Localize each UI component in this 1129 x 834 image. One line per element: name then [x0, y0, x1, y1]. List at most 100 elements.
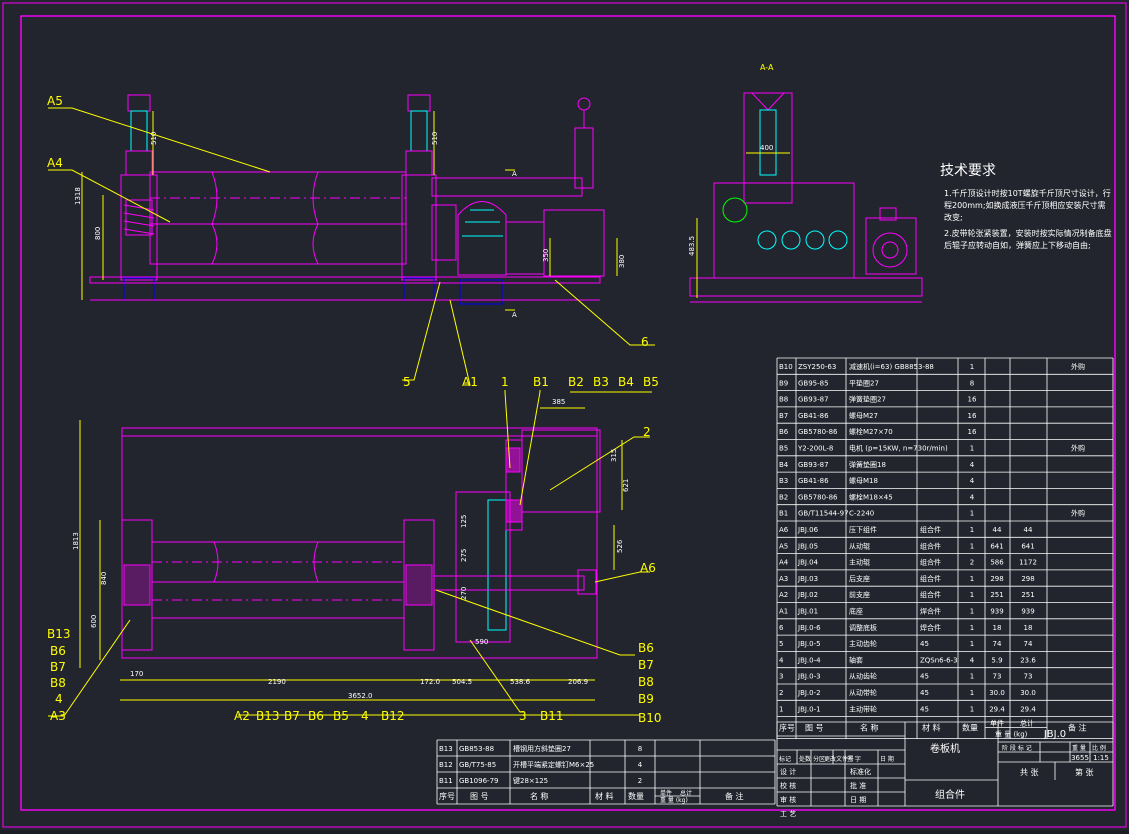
front-dim: 350: [542, 249, 550, 262]
callout-label: 5: [403, 375, 411, 389]
table-cell: 641: [990, 542, 1003, 550]
front-dim: 380: [618, 255, 626, 268]
table-cell: 16: [968, 412, 977, 420]
table-cell: 外购: [1071, 509, 1085, 518]
table-cell: B8: [779, 396, 788, 404]
plan-bottom-dim: 2190: [268, 678, 286, 686]
table-cell: 数量: [962, 723, 978, 733]
table-cell: B6: [779, 428, 789, 436]
table-cell: GB/T11544-97: [798, 510, 849, 518]
table-cell: 从动带轮: [849, 688, 877, 697]
table-cell: 45: [920, 705, 929, 713]
plan-dim: 590: [475, 638, 488, 646]
table-cell: 1: [970, 608, 974, 616]
table-cell: C-2240: [849, 510, 874, 518]
table-cell: 3655: [1071, 754, 1089, 762]
table-cell: A1: [779, 608, 788, 616]
table-cell: 备 注: [1068, 723, 1087, 733]
table-cell: 数量: [628, 791, 644, 801]
table-cell: GB41-86: [798, 477, 829, 485]
table-cell: 减速机(i=63) GB8853-88: [849, 362, 934, 371]
table-cell: GB5780-86: [798, 428, 838, 436]
plan-dim: 275: [460, 549, 468, 562]
table-cell: 4: [970, 477, 975, 485]
table-cell: 18: [1024, 624, 1033, 632]
callout-label: B6: [50, 644, 66, 658]
table-cell: 名 称: [530, 791, 549, 801]
table-cell: 主动辊: [849, 558, 870, 567]
plan-dim: 270: [460, 587, 468, 600]
table-cell: 1: [970, 445, 974, 453]
table-cell: 工 艺: [780, 810, 796, 818]
table-cell: B13: [439, 745, 453, 753]
front-view: [81, 94, 618, 311]
table-cell: GB5780-86: [798, 493, 838, 501]
table-cell: 16: [968, 428, 977, 436]
table-cell: JBJ.0-4: [797, 656, 821, 664]
table-cell: 30.0: [989, 689, 1005, 697]
table-cell: JBJ.0-5: [797, 640, 821, 648]
table-cell: 前支座: [849, 590, 870, 599]
callout-label: B7: [638, 658, 654, 672]
table-cell: 轴套: [849, 655, 863, 664]
table-cell: 分区: [813, 755, 825, 763]
table-cell: 键28×125: [513, 776, 548, 785]
table-cell: 底座: [849, 607, 863, 616]
table-cell: 槽钢用方斜垫圈27: [513, 744, 571, 753]
table-cell: 298: [990, 575, 1003, 583]
plan-dim: 621: [622, 479, 630, 492]
table-cell: 名 称: [860, 723, 879, 733]
tech-note-item: 1.千斤顶设计时按10T螺旋千斤顶尺寸设计，行程200mm;如换成液压千斤顶相应…: [944, 189, 1111, 222]
plan-bottom-dim: 504.5: [452, 678, 472, 686]
callout-label: 1: [501, 375, 509, 389]
callout-label: B10: [638, 711, 662, 725]
table-cell: 4: [970, 461, 975, 469]
table-cell: 螺母M18: [849, 476, 878, 485]
callout-label: B7: [50, 660, 66, 674]
callout-label: B9: [638, 692, 654, 706]
section-view: [689, 92, 923, 303]
table-cell: 2: [970, 559, 974, 567]
table-cell: 1: [970, 510, 974, 518]
table-cell: 校 核: [780, 781, 796, 790]
table-cell: 23.6: [1020, 656, 1036, 664]
table-cell: 18: [993, 624, 1002, 632]
table-cell: 比 例: [1092, 744, 1106, 752]
side-dim: 400: [760, 144, 773, 152]
callout-label: B13: [256, 709, 280, 723]
table-cell: B11: [439, 777, 453, 785]
table-cell: 1: [970, 542, 974, 550]
table-cell: A4: [779, 559, 789, 567]
table-cell: 单件: [990, 719, 1004, 728]
table-cell: 2: [779, 689, 783, 697]
table-cell: A3: [779, 575, 788, 583]
table-cell: B4: [779, 461, 789, 469]
section-mark-top: A: [512, 170, 517, 178]
table-cell: 73: [1024, 673, 1033, 681]
table-cell: A6: [779, 526, 789, 534]
table-cell: 材 料: [595, 791, 614, 801]
section-title: A-A: [760, 63, 774, 72]
plan-bottom-dim: 538.6: [510, 678, 531, 686]
table-cell: Y2-200L-8: [797, 445, 833, 453]
table-cell: JBJ.04: [797, 559, 819, 567]
callout-label: B8: [50, 676, 66, 690]
table-cell: 重 量 (kg): [660, 796, 688, 804]
table-cell: 序号: [779, 723, 795, 733]
plan-bottom-dim: 206.9: [568, 678, 588, 686]
table-cell: 939: [990, 608, 1003, 616]
callout-label: B3: [593, 375, 609, 389]
table-cell: 从动齿轮: [849, 672, 877, 681]
callout-label: 2: [643, 425, 651, 439]
table-cell: 45: [920, 673, 929, 681]
table-cell: 更改文件号: [824, 755, 854, 763]
table-cell: 组合件: [935, 788, 965, 801]
table-cell: 外购: [1071, 362, 1085, 371]
plan-bottom-dim: 170: [130, 670, 143, 678]
table-cell: JBJ.0-3: [797, 673, 821, 681]
plan-view: [79, 407, 623, 701]
